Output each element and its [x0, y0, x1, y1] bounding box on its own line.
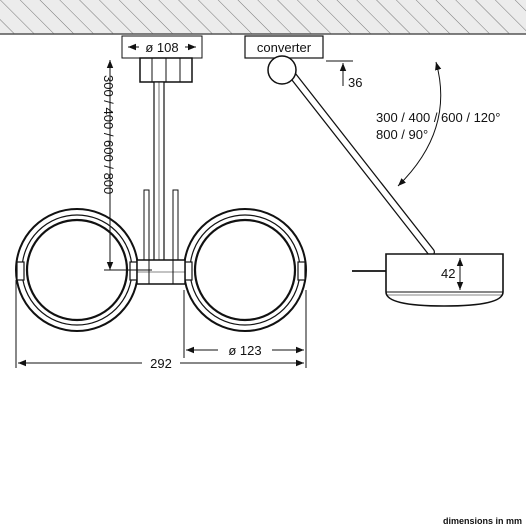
suspension-rod — [153, 81, 165, 263]
units-note: dimensions in mm — [443, 516, 522, 526]
arm-lengths-labels: 300 / 400 / 600 / 120° 800 / 90° — [376, 110, 500, 142]
arm-lengths-line1: 300 / 400 / 600 / 120° — [376, 110, 500, 125]
converter-label: converter — [257, 40, 312, 55]
converter-box: converter — [244, 35, 324, 59]
ceiling-offset-dimension: 36 — [326, 60, 362, 90]
arm-lengths-line2: 800 / 90° — [376, 127, 428, 142]
rod-length-dimension: 300 / 400 / 600 / 800 — [101, 60, 152, 271]
ceiling — [0, 0, 526, 35]
central-hub — [136, 259, 186, 285]
canopy-dimension: ø 108 — [121, 35, 203, 59]
canopy-diameter-label: ø 108 — [145, 40, 178, 55]
overall-width-dimension: 292 — [15, 280, 307, 371]
overall-width-label: 292 — [150, 356, 172, 371]
swivel-arm — [267, 55, 435, 256]
head-diameter-dimension: ø 123 — [183, 290, 307, 358]
lamp-head-side — [352, 253, 504, 307]
rod-lengths-label: 300 / 400 / 600 / 800 — [101, 75, 116, 194]
canopy — [139, 57, 193, 83]
head-height-dimension: 42 — [441, 258, 464, 290]
rotation-arrow — [397, 61, 442, 187]
right-light-ring — [183, 208, 307, 332]
head-diameter-label: ø 123 — [228, 343, 261, 358]
ceiling-offset-label: 36 — [348, 75, 362, 90]
head-height-label: 42 — [441, 266, 455, 281]
